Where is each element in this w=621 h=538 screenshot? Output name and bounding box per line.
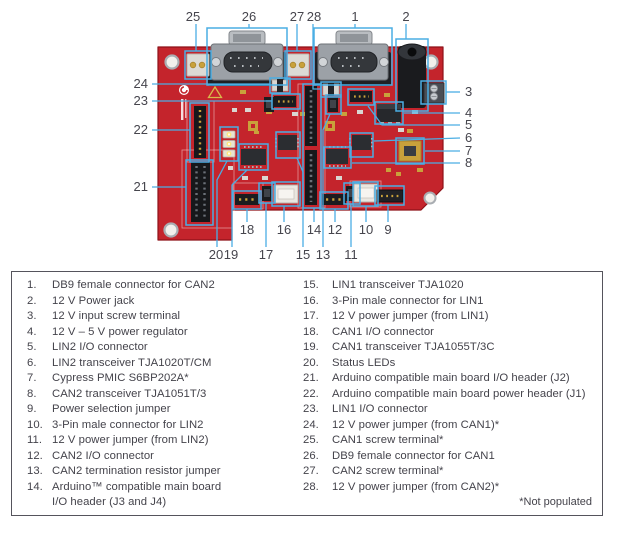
can1-io-connector (235, 194, 259, 205)
db9-can2-connector (315, 30, 391, 86)
legend-item-28: 28.12 V power jumper (from CAN2)* (303, 480, 500, 493)
input-screw-terminal (423, 82, 445, 104)
callout-2: 2 (402, 9, 409, 24)
legend-item-19: 19.CAN1 transceiver TJA1055T/3C (303, 341, 495, 353)
cypress-logo (179, 85, 189, 120)
callout-14: 14 (307, 222, 321, 237)
board-figure: 25 26 27 28 1 2 24 23 22 21 3 4 5 6 7 8 … (0, 0, 621, 268)
legend-item-26: 26.DB9 female connector for CAN1 (303, 449, 495, 462)
board-figure-svg: 25 26 27 28 1 2 24 23 22 21 3 4 5 6 7 8 … (134, 9, 473, 262)
lin2-io-connector (350, 91, 372, 102)
callout-8: 8 (465, 155, 472, 170)
highlight-boxes (184, 27, 447, 226)
lin1-io-connector (274, 96, 296, 107)
io-header-j2 (191, 162, 210, 222)
can2-termination-jumper (328, 97, 338, 112)
legend-column-left: 1.DB9 female connector for CAN2 2.12 V P… (27, 278, 299, 511)
legend-item-6: 6.LIN2 transceiver TJA1020T/CM (27, 356, 212, 369)
callout-4: 4 (465, 105, 472, 120)
legend-item-12: 12.CAN2 I/O connector (27, 449, 154, 462)
callout-10: 10 (359, 222, 373, 237)
legend-item-24: 24.12 V power jumper (from CAN1)* (303, 418, 500, 431)
status-leds (222, 130, 236, 158)
callout-26: 26 (242, 9, 256, 24)
legend-item-1: 1.DB9 female connector for CAN2 (27, 279, 215, 291)
not-populated-footnote: *Not populated (519, 496, 592, 508)
power-jack (397, 43, 427, 108)
callout-11: 11 (344, 247, 358, 262)
can2-transceiver-ic (326, 146, 348, 167)
legend-item-23: 23.LIN1 I/O connector (303, 403, 428, 415)
pmic-ic (398, 140, 422, 162)
lin2-12v-jumper (346, 186, 356, 201)
legend-column-right: 15.LIN1 transceiver TJA1020 16.3-Pin mal… (303, 278, 603, 495)
callout-16: 16 (277, 222, 291, 237)
legend-item-15: 15.LIN1 transceiver TJA1020 (303, 279, 464, 291)
legend-item-25: 25.CAN1 screw terminal* (303, 434, 444, 446)
callout-7: 7 (465, 143, 472, 158)
callout-17: 17 (259, 247, 273, 262)
legend-item-10: 10.3-Pin male connector for LIN2 (27, 418, 204, 431)
legend-box: 1.DB9 female connector for CAN2 2.12 V P… (11, 271, 603, 516)
legend-item-2: 2.12 V Power jack (27, 294, 135, 307)
callout-6: 6 (465, 130, 472, 145)
callout-1: 1 (351, 9, 358, 24)
legend-item-17: 17.12 V power jumper (from LIN1) (303, 310, 489, 322)
legend-item-7: 7.Cypress PMIC S6BP202A* (27, 372, 189, 384)
warning-triangle-icon (207, 85, 223, 99)
legend-item-3: 3.12 V input screw terminal (27, 310, 181, 322)
callout-3: 3 (465, 84, 472, 99)
lin2-transceiver-ic (349, 135, 373, 150)
io-header-j3-j4 (305, 86, 317, 205)
callout-labels: 25 26 27 28 1 2 24 23 22 21 3 4 5 6 7 8 … (134, 9, 473, 262)
callout-9: 9 (384, 222, 391, 237)
legend-item-4: 4.12 V – 5 V power regulator (27, 325, 188, 338)
lin1-transceiver-ic (275, 135, 299, 150)
legend-item-13: 13.CAN2 termination resistor jumper (27, 465, 221, 477)
callout-12: 12 (328, 222, 342, 237)
callout-24: 24 (134, 76, 148, 91)
legend-item-5: 5.LIN2 I/O connector (27, 341, 148, 353)
callout-27: 27 (290, 9, 304, 24)
lin1-male-connector (273, 184, 299, 204)
callout-28: 28 (307, 9, 321, 24)
legend-item-27: 27.CAN2 screw terminal* (303, 465, 444, 477)
power-header-j1 (194, 106, 206, 158)
leader-lines (152, 24, 461, 247)
lin1-12v-jumper (262, 186, 272, 201)
can1-termination-jumper (264, 97, 274, 112)
legend-item-16: 16.3-Pin male connector for LIN1 (303, 294, 484, 307)
callout-20: 20 (209, 247, 223, 262)
can2-io-connector (322, 194, 346, 205)
legend-item-20: 20.Status LEDs (303, 356, 396, 369)
legend-item-18: 18.CAN1 I/O connector (303, 325, 434, 338)
callout-21: 21 (134, 179, 148, 194)
callout-15: 15 (296, 247, 310, 262)
can1-transceiver-ic (241, 146, 266, 168)
can2-screw-terminal-pads (286, 53, 310, 77)
power-regulator-ic (377, 104, 401, 125)
legend-item-11: 11.12 V power jumper (from LIN2) (27, 434, 209, 446)
legend-item-8: 8.CAN2 transceiver TJA1051T/3 (27, 387, 207, 400)
legend-item-22: 22.Arduino compatible main board power h… (303, 387, 586, 400)
callout-23: 23 (134, 93, 148, 108)
legend-item-9: 9.Power selection jumper (27, 403, 171, 415)
callout-25: 25 (186, 9, 200, 24)
callout-22: 22 (134, 122, 148, 137)
callout-5: 5 (465, 117, 472, 132)
can1-screw-terminal-pads (186, 53, 210, 77)
legend-item-21: 21.Arduino compatible main board I/O hea… (303, 372, 570, 384)
callout-19: 19 (224, 247, 238, 262)
callout-18: 18 (240, 222, 254, 237)
power-selection-jumper (376, 189, 404, 203)
callout-13: 13 (316, 247, 330, 262)
db9-can1-connector (208, 30, 286, 86)
